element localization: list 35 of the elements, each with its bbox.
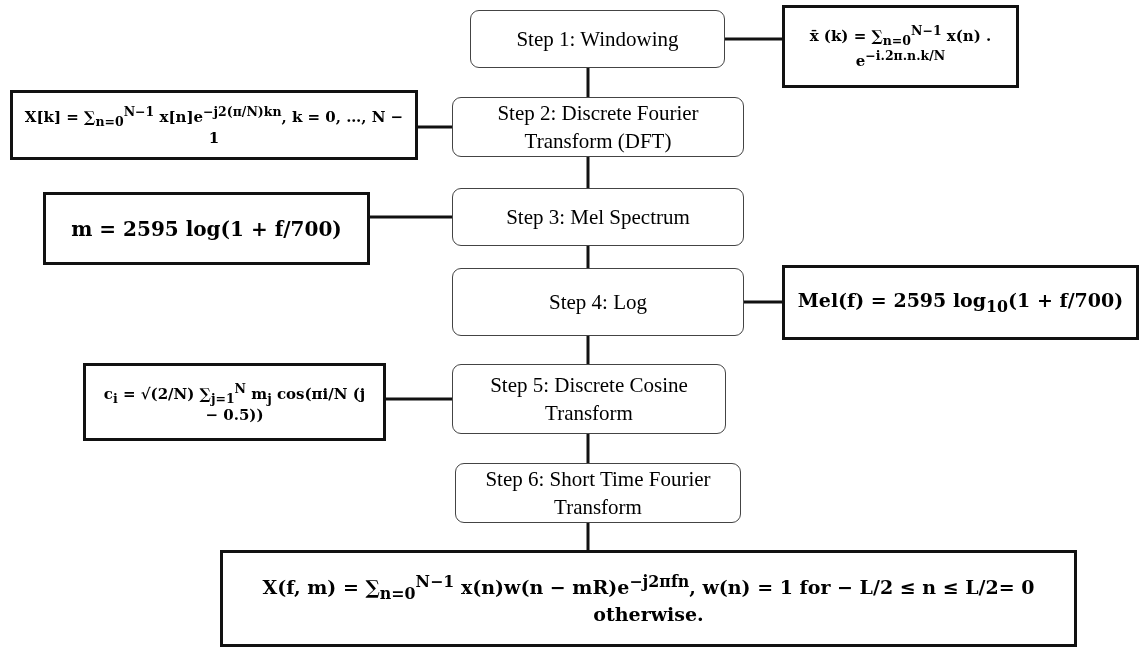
formula-box (782, 265, 1139, 340)
connector-line (586, 157, 590, 188)
process-box (452, 268, 744, 336)
step-label: Step 3: Mel Spectrum (506, 203, 690, 231)
formula-text: m = 2595 log(1 + f/700) (71, 216, 342, 241)
step-label: Step 6: Short Time Fourier Transform (484, 465, 712, 521)
connector-line (586, 68, 590, 97)
connector-line (586, 523, 590, 550)
connector-line (586, 336, 590, 364)
formula-text: X[k] = ∑$_{n=0}$$^{N−1}$ x[n]e$^{−j2(π/N)kn}$, k = 0, …, N − 1 (23, 103, 405, 147)
connector-line (586, 246, 590, 268)
formula-box (10, 90, 418, 160)
formula-text: Mel(f) = 2595 log$_{10}$(1 + f/700) (797, 289, 1124, 316)
process-box (452, 188, 744, 246)
step-label: Step 2: Discrete Fourier Transform (DFT) (496, 99, 700, 155)
formula-box (220, 550, 1077, 647)
connector-line (370, 215, 452, 219)
formula-text: c$_{i}$ = √(2/N) ∑$_{j=1}$$^{N}$ m$_{j}$ cos(πi/N (j − 0.5)) (102, 380, 367, 424)
connector-line (418, 125, 452, 129)
connector-line (744, 300, 782, 304)
connector-line (725, 37, 782, 41)
process-box (455, 463, 741, 523)
process-box (452, 364, 726, 434)
formula-box (83, 363, 386, 441)
connector-line (386, 397, 452, 401)
process-box (470, 10, 725, 68)
step-label: Step 5: Discrete Cosine Transform (489, 371, 689, 427)
formula-box (43, 192, 370, 265)
formula-box (782, 5, 1019, 88)
formula-text: x̄ (k) = ∑$_{n=0}$$^{N−1}$ x(n) . e$^{−i.2π.n.k/N}$ (808, 23, 993, 70)
formula-text: X(f, m) = ∑$_{n=0}$$^{N−1}$ x(n)w(n − mR)e$^{−j2πfn}$, w(n) = 1 for − L/2 ≤ n ≤ L/2= 0 otherwise. (261, 571, 1036, 626)
step-label: Step 1: Windowing (516, 25, 679, 53)
process-box (452, 97, 744, 157)
step-label: Step 4: Log (549, 288, 647, 316)
connector-line (586, 434, 590, 463)
